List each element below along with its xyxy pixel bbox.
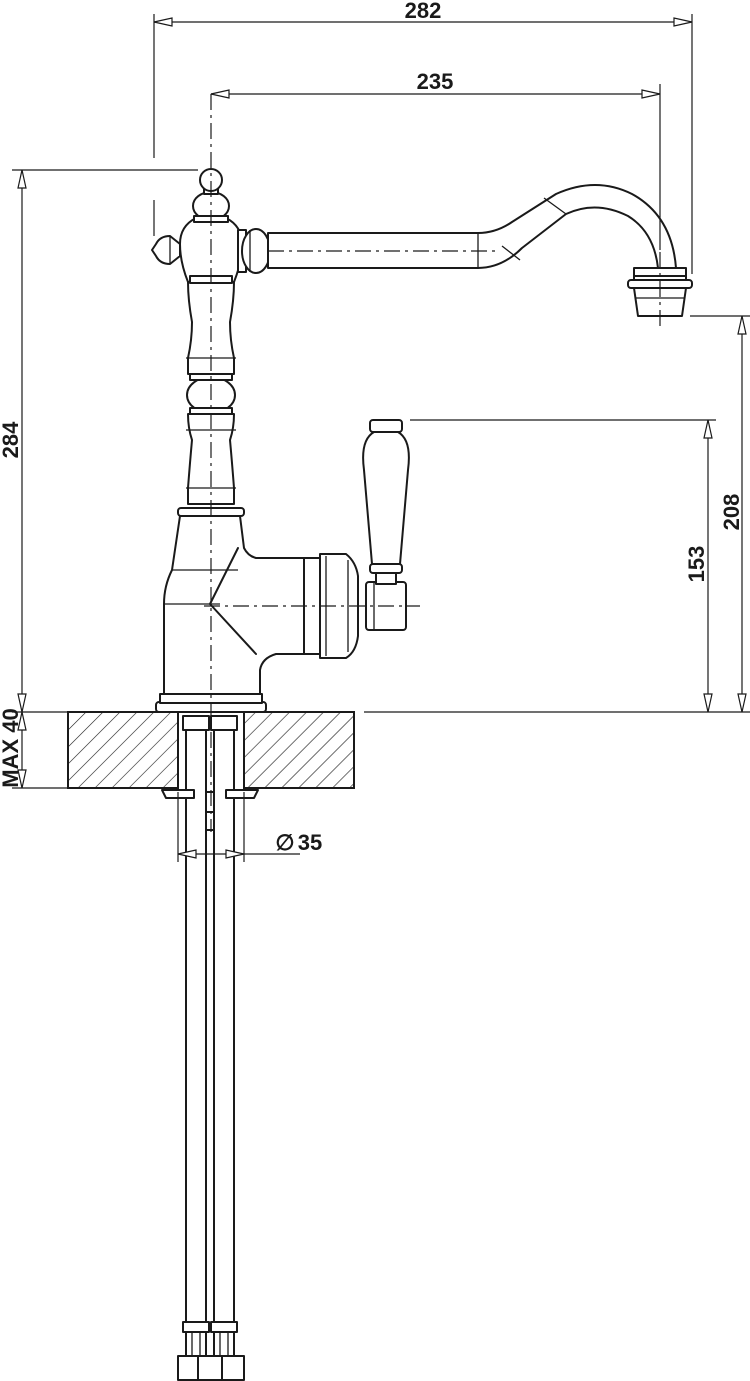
- countertop-right: [243, 711, 355, 789]
- dimension-282: [153, 17, 693, 27]
- hose-right: [213, 715, 235, 1323]
- fixing-nut-right: [225, 789, 259, 799]
- label-hole-diameter: 35: [298, 830, 322, 855]
- label-spout-height: 208: [719, 494, 744, 531]
- hose-left-neck: [185, 1331, 207, 1357]
- countertop-section: [67, 711, 355, 789]
- column-lower: [187, 413, 235, 505]
- lever-cap: [369, 419, 403, 433]
- spout-tube: [267, 184, 677, 269]
- hose-nut-right: [221, 1355, 245, 1381]
- hose-left-ferrule: [182, 1321, 210, 1333]
- center-lines: [204, 94, 661, 832]
- extension-lines: [12, 14, 750, 862]
- dimension-35: [177, 849, 300, 859]
- label-overall-height: 284: [0, 421, 23, 458]
- hose-nut-center: [197, 1355, 225, 1381]
- hose-right-ferrule: [210, 1321, 238, 1333]
- lever-handle: [362, 428, 410, 565]
- label-spout-reach: 235: [417, 69, 454, 94]
- hose-right-neck: [213, 1331, 235, 1357]
- hose-left-collar: [182, 715, 210, 731]
- hose-fittings: [177, 1321, 245, 1381]
- threaded-rod: [205, 811, 215, 831]
- diameter-symbol: ∅: [275, 830, 294, 855]
- supply-hoses: [161, 711, 259, 1381]
- hose-nut-left: [177, 1355, 201, 1381]
- aerator-ring-mid: [633, 275, 687, 281]
- dimension-284: [17, 169, 27, 713]
- countertop-left: [67, 711, 179, 789]
- dimension-208: [737, 315, 747, 713]
- hose-left: [185, 715, 207, 1323]
- dimension-max-40: [17, 711, 27, 789]
- hose-right-collar: [210, 715, 238, 731]
- dimension-153: [703, 419, 713, 713]
- label-overall-width: 282: [405, 0, 442, 23]
- handle-ring: [369, 563, 403, 574]
- label-max-deck-thickness: MAX 40: [0, 708, 23, 787]
- side-knob: [151, 235, 181, 265]
- spout-nut: [241, 228, 271, 274]
- label-handle-height: 153: [684, 546, 709, 583]
- dimension-235: [210, 89, 661, 99]
- lower-body: [163, 515, 305, 695]
